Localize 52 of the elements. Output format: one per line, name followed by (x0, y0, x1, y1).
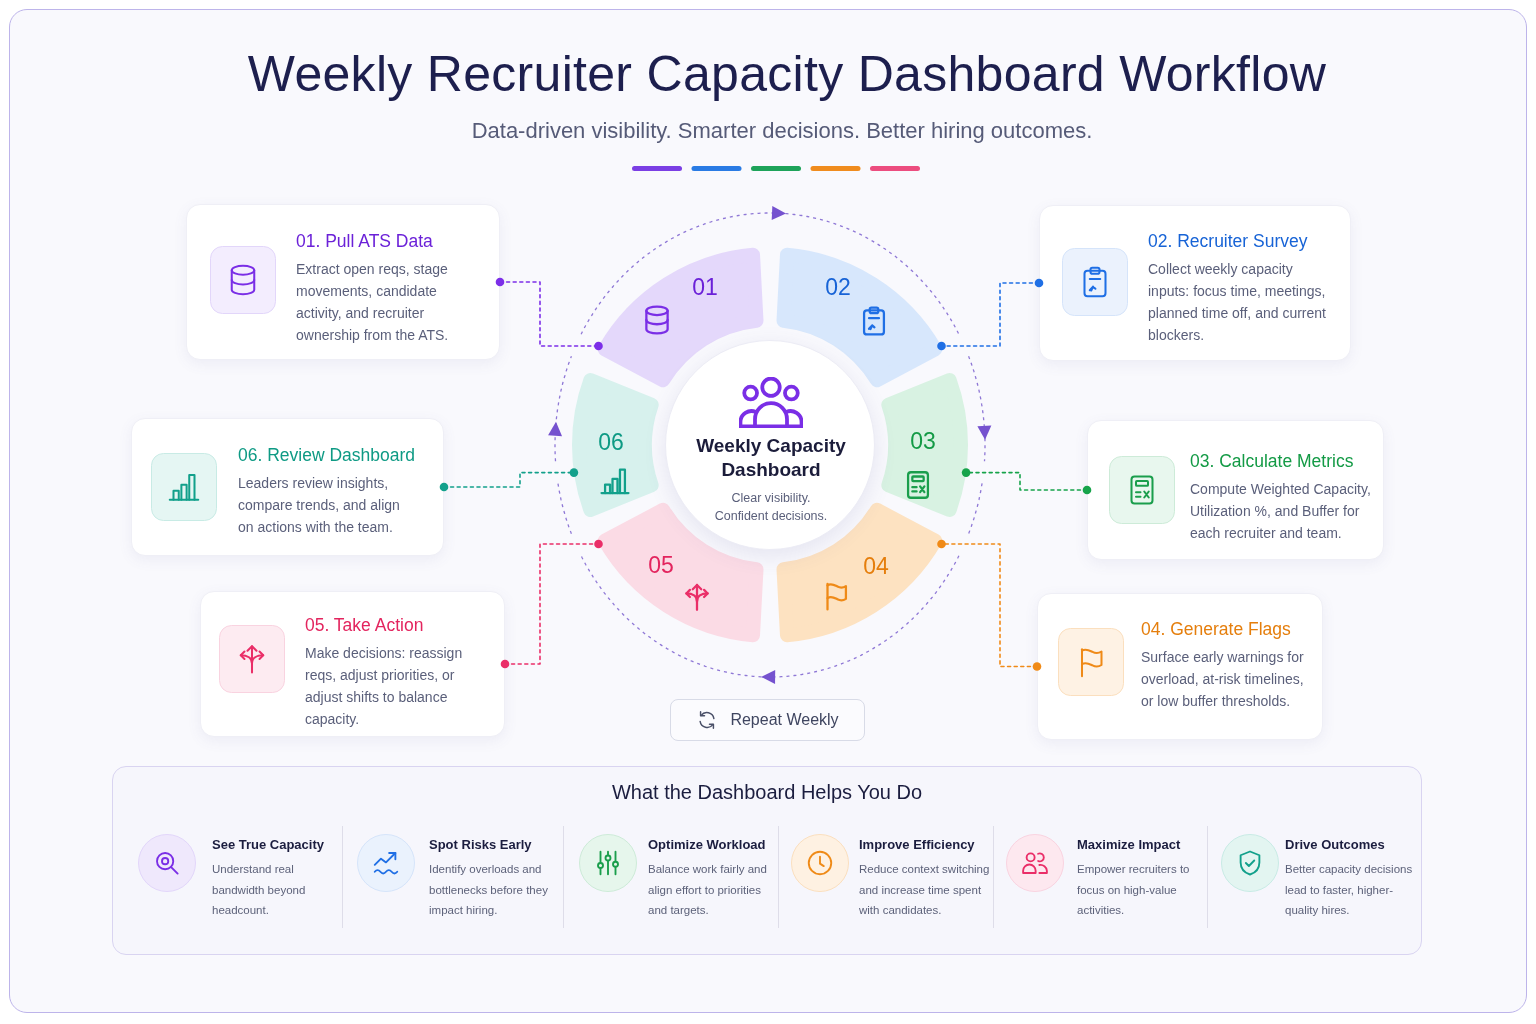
benefit-description: Identify overloads and bottlenecks before they impact hiring. (429, 862, 549, 918)
step-number: 02 (825, 274, 851, 300)
benefit-description: Better capacity decisions lead to faster, higher-quality hires. (1285, 862, 1414, 918)
step-number: 06 (598, 429, 624, 455)
repeat-button: Repeat Weekly (670, 699, 865, 741)
benefit-description: Balance work fairly and align effort to priorities and targets. (648, 862, 768, 918)
ring-segment (776, 247, 945, 390)
title: Weekly Recruiter Capacity Dashboard Workflow (247, 45, 1327, 104)
step-card (186, 204, 500, 360)
hub-subtitle: Clear visibility. Confident decisions. (713, 490, 829, 525)
benefit-title: Spot Risks Early (429, 837, 533, 853)
leader-line (495, 277, 603, 351)
step-description: Leaders review insights, compare trends, and align on actions with the team. (238, 474, 401, 537)
benefit-title: Maximize Impact (1077, 837, 1182, 853)
step-number: 05 (648, 552, 674, 578)
ring-segment (572, 370, 661, 520)
leader-line (937, 278, 1044, 351)
step-description: Collect weekly capacity inputs: focus time, meetings, planned time off, and current blockers. (1148, 260, 1327, 345)
step-title: 04. Generate Flags (1141, 618, 1292, 640)
step-card (131, 418, 444, 556)
benefit-description: Understand real bandwidth beyond headcount. (212, 862, 307, 918)
step-card (1037, 593, 1323, 740)
subtitle: Data-driven visibility. Smarter decisions. Better hiring outcomes. (471, 117, 1093, 145)
step-description: Surface early warnings for overload, at-risk timelines, or low buffer thresholds. (1141, 648, 1305, 711)
ring-segment (879, 370, 968, 520)
benefit-description: Empower recruiters to focus on high-value activities. (1077, 862, 1191, 918)
benefit-title: Drive Outcomes (1285, 837, 1386, 853)
step-description: Compute Weighted Capacity, Utilization %, and Buffer for each recruiter and team. (1190, 480, 1372, 543)
panel-heading: What the Dashboard Helps You Do (611, 780, 923, 805)
step-title: 05. Take Action (305, 614, 425, 636)
step-card (200, 591, 505, 737)
leader-line (937, 539, 1042, 671)
step-description: Extract open reqs, stage movements, candidate activity, and recruiter ownership from the ATS. (296, 260, 450, 345)
ring-segment (595, 247, 764, 390)
step-number: 04 (863, 553, 889, 579)
step-title: 01. Pull ATS Data (296, 230, 434, 252)
hub-title: Weekly Capacity Dashboard (695, 434, 847, 482)
step-title: 03. Calculate Metrics (1190, 450, 1355, 472)
benefit-title: See True Capacity (212, 837, 325, 853)
benefit-title: Improve Efficiency (859, 837, 976, 853)
step-number: 01 (692, 274, 718, 300)
step-card (1039, 205, 1351, 361)
benefit-description: Reduce context switching and increase time spent with candidates. (859, 862, 990, 918)
step-number: 03 (910, 428, 936, 454)
step-description: Make decisions: reassign reqs, adjust priorities, or adjust shifts to balance capacity. (305, 644, 464, 729)
step-card (1087, 420, 1384, 560)
step-title: 06. Review Dashboard (238, 444, 416, 466)
leader-line (961, 468, 1092, 495)
benefits-panel (112, 766, 1422, 955)
benefit-title: Optimize Workload (648, 837, 767, 853)
leader-line (500, 539, 603, 669)
step-title: 02. Recruiter Survey (1148, 230, 1309, 252)
